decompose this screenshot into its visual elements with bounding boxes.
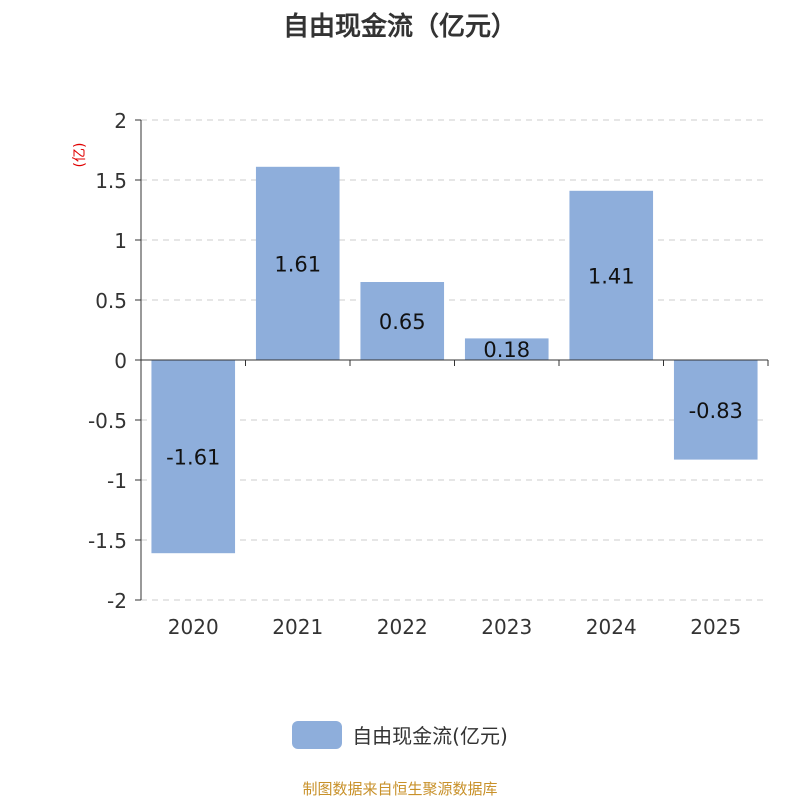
y-axis-label: (亿)	[72, 143, 88, 168]
y-tick-label: 2	[114, 109, 127, 133]
bar-2022	[360, 282, 445, 360]
y-tick-label: -1.5	[88, 529, 127, 553]
legend-label: 自由现金流(亿元)	[352, 724, 508, 748]
y-tick-label: -2	[107, 589, 127, 613]
data-label: 1.61	[274, 252, 321, 276]
x-tick-label: 2020	[168, 615, 219, 639]
data-label: -0.83	[689, 399, 743, 423]
data-label: 1.41	[588, 264, 635, 288]
bar-2023	[464, 338, 549, 360]
y-tick-label: -0.5	[88, 409, 127, 433]
x-tick-label: 2021	[272, 615, 323, 639]
y-tick-label: 1.5	[95, 169, 127, 193]
data-label: 0.65	[379, 310, 426, 334]
bar-2021	[255, 166, 340, 360]
y-tick-label: 0	[114, 349, 127, 373]
x-tick-label: 2025	[690, 615, 741, 639]
data-label: -1.61	[166, 446, 220, 470]
legend[interactable]: 自由现金流(亿元)	[0, 720, 800, 749]
bar-2025	[673, 360, 758, 460]
y-tick-label: -1	[107, 469, 127, 493]
bar-2020	[151, 360, 236, 554]
chart-title: 自由现金流（亿元）	[282, 12, 517, 42]
legend-swatch	[292, 720, 343, 749]
y-tick-label: 0.5	[95, 289, 127, 313]
x-tick-label: 2024	[586, 615, 637, 639]
x-tick-label: 2022	[377, 615, 428, 639]
bar-2024	[569, 190, 654, 360]
x-tick-label: 2023	[481, 615, 532, 639]
data-label: 0.18	[483, 338, 530, 362]
y-tick-label: 1	[114, 229, 127, 253]
source-footer: 制图数据来自恒生聚源数据库	[302, 780, 498, 798]
